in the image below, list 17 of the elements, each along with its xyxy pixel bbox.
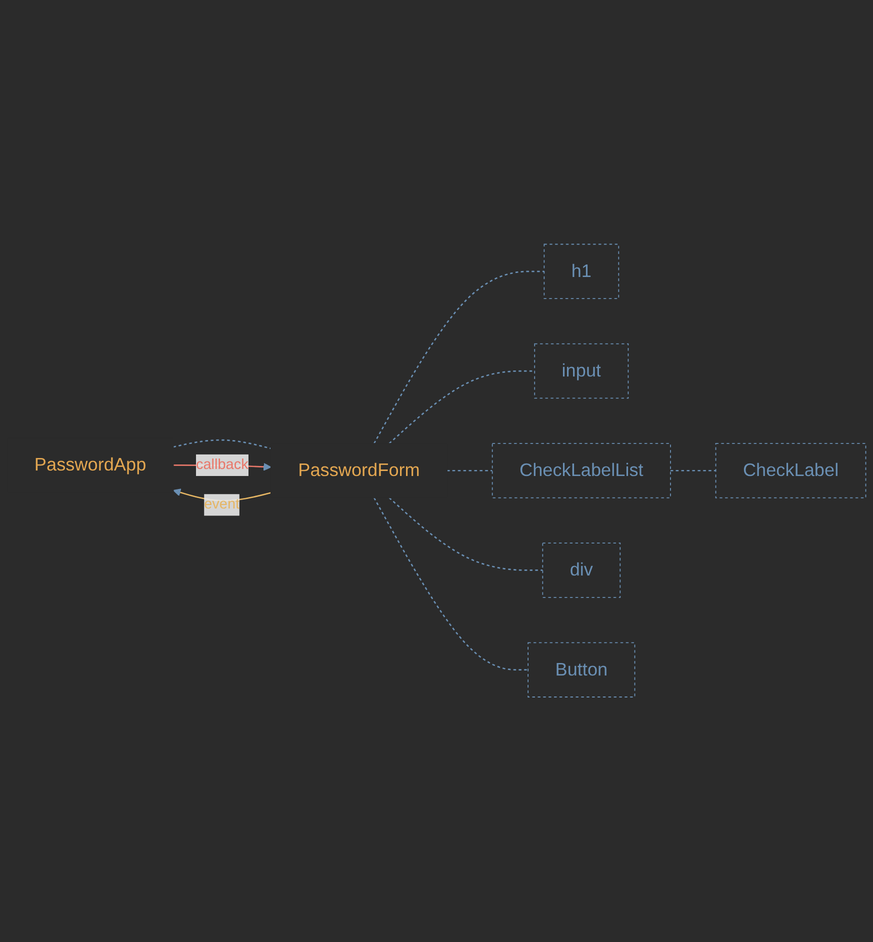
connector [670,470,716,472]
node-text: PasswordForm [298,461,420,481]
connector [388,370,535,444]
connector [388,498,543,572]
node-box: CheckLabel [715,443,866,499]
edge-label: callback [196,457,248,473]
node-box: h1 [544,244,620,300]
node-text: PasswordApp [34,456,146,476]
connector [173,440,272,450]
node-box: div [542,542,621,598]
node-box: CheckLabelList [492,443,671,499]
edge-label: event [204,497,240,513]
node-box: input [534,344,629,400]
connector [374,498,528,671]
connector [374,271,544,444]
connector [447,470,492,472]
node-box: Button [528,642,636,698]
